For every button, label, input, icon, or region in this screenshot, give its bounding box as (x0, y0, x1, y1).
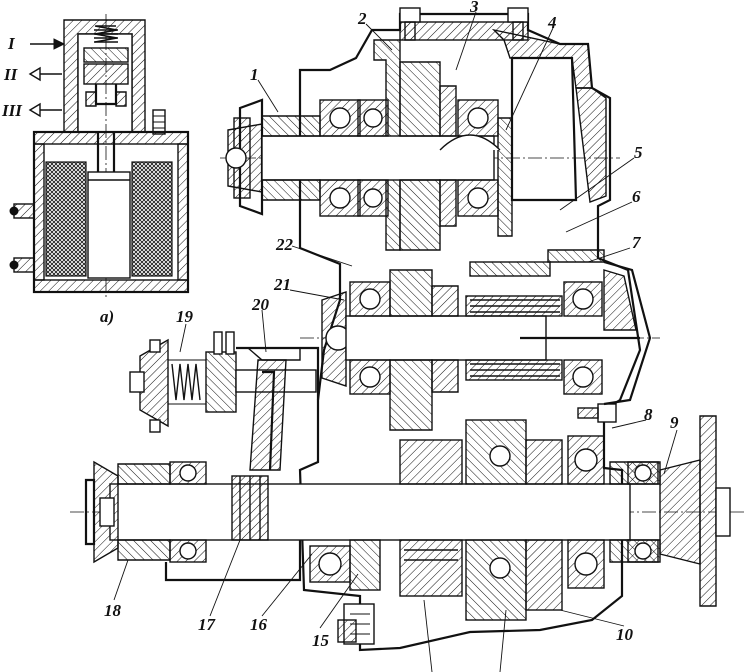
callouts: 1 2 3 4 5 6 7 8 9 10 15 16 17 18 19 20 2… (104, 0, 679, 650)
bearing-8 (567, 435, 605, 589)
port-II-arrow (28, 66, 62, 82)
callout-8: 8 (644, 405, 653, 424)
port-label-III: III (1, 101, 23, 120)
callout-22: 22 (275, 235, 294, 254)
bolt-8 (577, 403, 617, 423)
callout-4: 4 (547, 13, 557, 32)
callout-21: 21 (273, 275, 291, 294)
bearing-4 (457, 99, 499, 217)
top-bolt-right (507, 7, 529, 41)
top-bolt-left (399, 7, 421, 41)
clutch-sleeve-17 (231, 475, 269, 541)
callout-17: 17 (198, 615, 217, 634)
callout-10: 10 (616, 625, 634, 644)
callout-9: 9 (670, 413, 679, 432)
input-bearing-rear (357, 99, 389, 217)
bearing-21 (349, 281, 391, 395)
port-III-arrow (28, 102, 62, 118)
callout-18: 18 (104, 601, 122, 620)
bearing-9 (627, 461, 659, 563)
callout-16: 16 (250, 615, 268, 634)
callout-19: 19 (176, 307, 194, 326)
callout-20: 20 (251, 295, 270, 314)
gearbox-section (70, 7, 744, 652)
bearing-16 (309, 545, 351, 583)
callout-15: 15 (312, 631, 330, 650)
callout-1: 1 (250, 65, 259, 84)
solenoid-valve-inset: I II III a) (1, 14, 190, 326)
subfigure-label: a) (100, 307, 114, 326)
port-I-arrow (30, 38, 66, 50)
callout-3: 3 (469, 0, 479, 16)
bearing-7 (563, 281, 603, 395)
shift-fork-20 (213, 331, 320, 471)
callout-5: 5 (634, 143, 643, 162)
gear-cluster-10 (465, 419, 563, 621)
port-label-I: I (7, 34, 16, 53)
callout-6: 6 (632, 187, 641, 206)
input-bearing-front (319, 99, 361, 217)
bearing-18 (169, 461, 207, 563)
terminal-lower (9, 257, 35, 273)
port-label-II: II (3, 65, 19, 84)
terminal-upper (9, 203, 35, 219)
callout-2: 2 (357, 9, 367, 28)
callout-7: 7 (632, 233, 642, 252)
leader-lines (113, 11, 678, 672)
